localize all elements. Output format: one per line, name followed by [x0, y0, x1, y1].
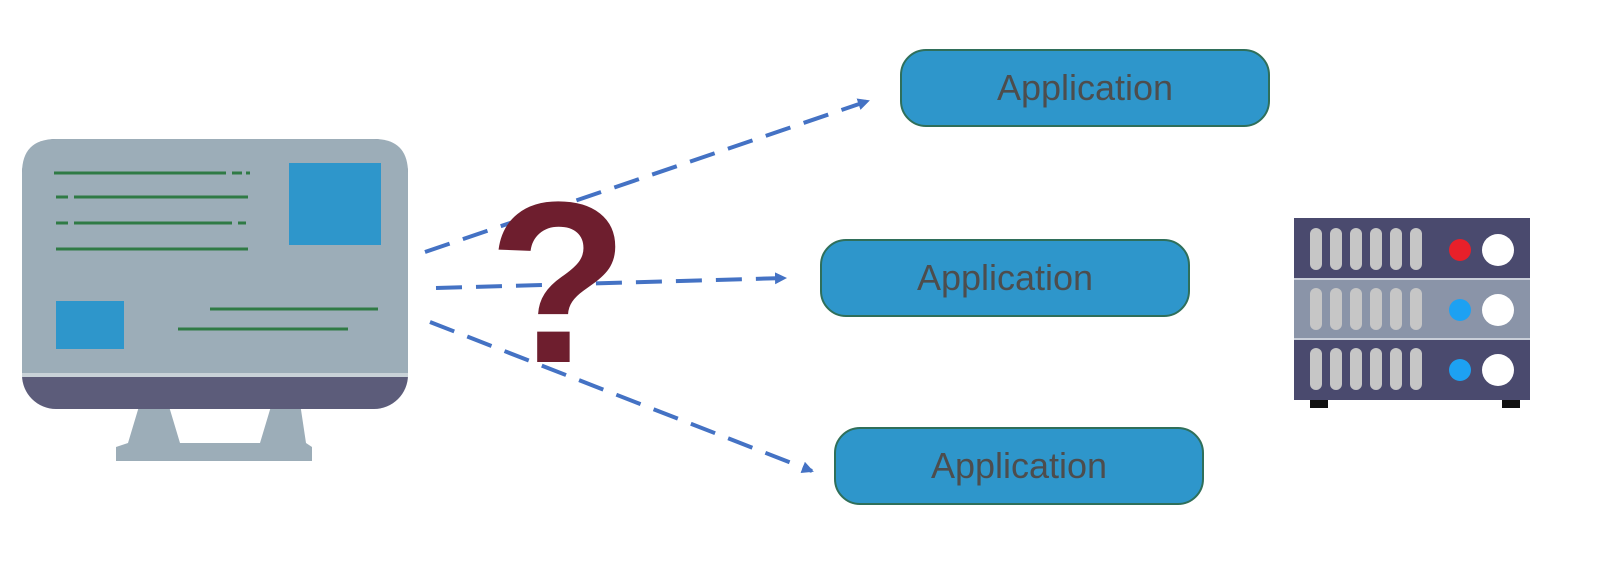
power-button: [1482, 354, 1514, 386]
monitor-stand: [116, 403, 312, 461]
arrow-to-application-2: [435, 272, 787, 290]
monitor-text-lines: [54, 171, 378, 331]
question-mark: ?: [488, 154, 629, 411]
application-box-3[interactable]: Application: [834, 427, 1204, 505]
server-vents: [1310, 228, 1422, 390]
server-foot-right: [1502, 400, 1520, 408]
status-led-blue: [1449, 359, 1471, 381]
power-button: [1482, 234, 1514, 266]
status-led-blue: [1449, 299, 1471, 321]
monitor-image-block: [289, 163, 381, 245]
application-box-1[interactable]: Application: [900, 49, 1270, 127]
server-rack-icon: [1294, 218, 1530, 408]
power-button: [1482, 294, 1514, 326]
status-led-red: [1449, 239, 1471, 261]
desktop-monitor-icon: [22, 139, 408, 461]
monitor-image-block-small: [56, 301, 124, 349]
arrow-to-application-3: [429, 320, 814, 473]
application-box-2[interactable]: Application: [820, 239, 1190, 317]
server-foot-left: [1310, 400, 1328, 408]
